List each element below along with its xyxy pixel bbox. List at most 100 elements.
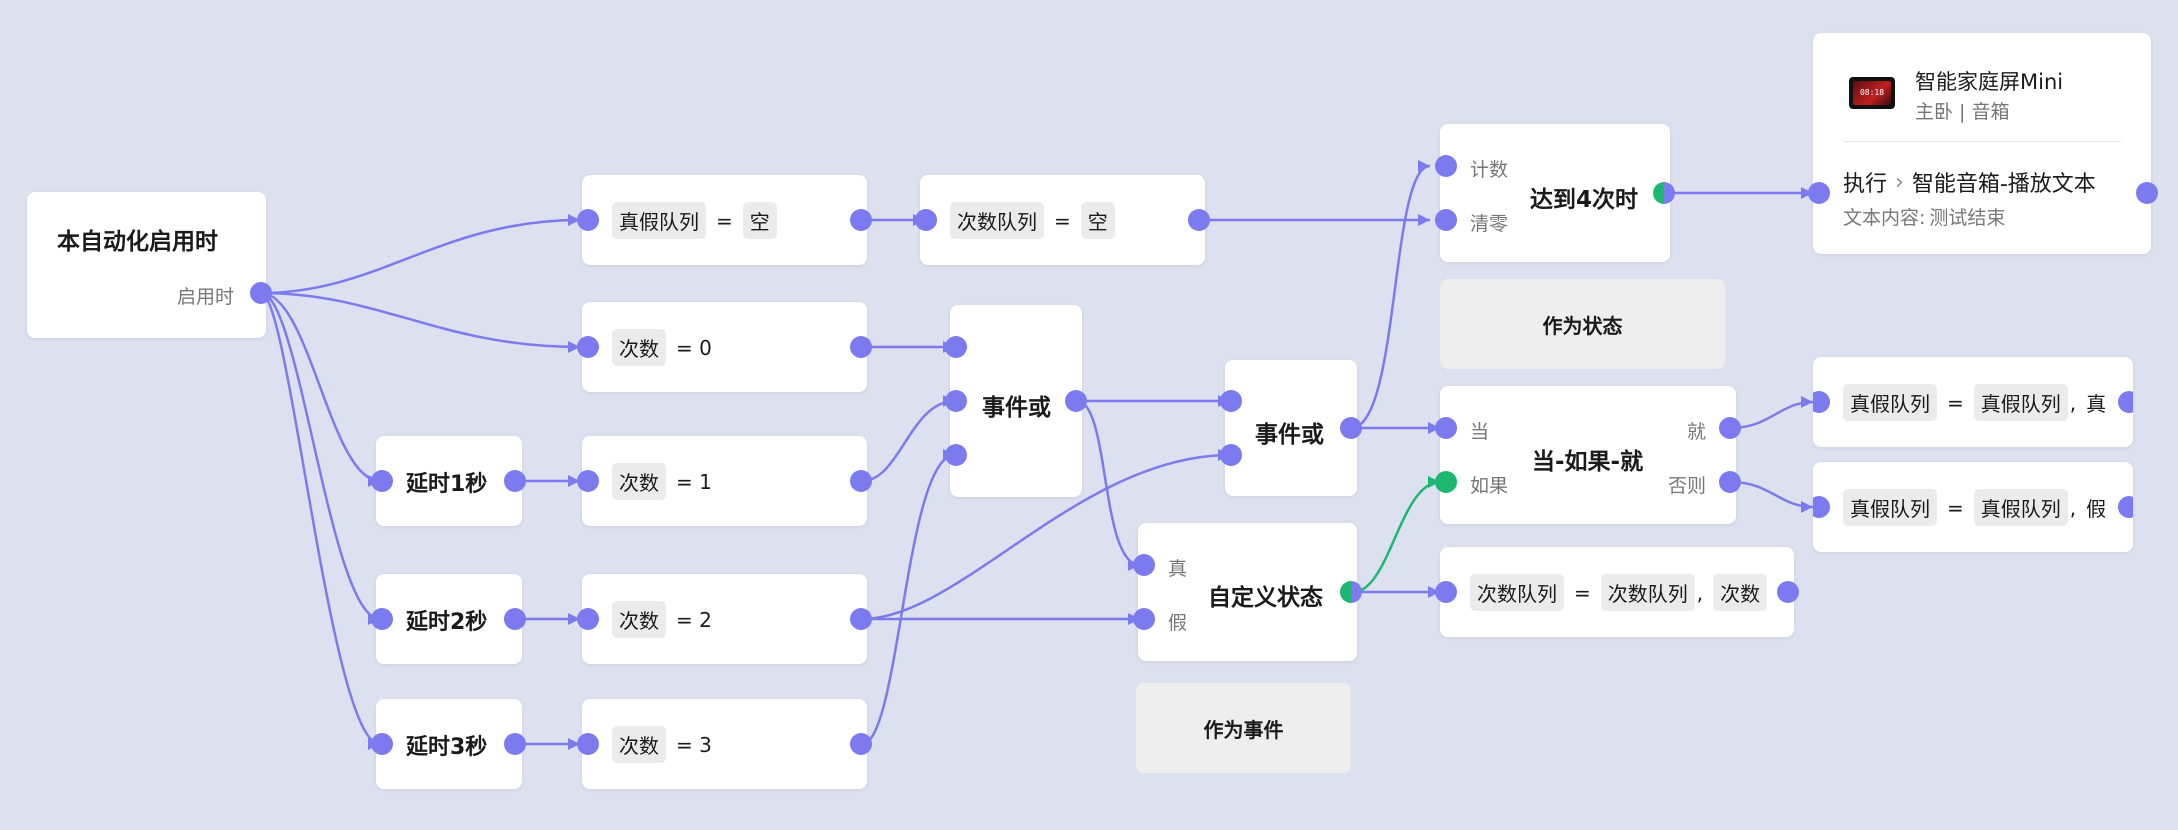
wire (260, 218, 581, 295)
output-port[interactable] (850, 470, 872, 492)
variable-chip: 次数 (612, 601, 666, 638)
output-port[interactable] (250, 282, 272, 304)
input-port-if[interactable] (1435, 471, 1457, 493)
separator: , (2069, 495, 2077, 520)
input-port-count[interactable] (1435, 155, 1457, 177)
separator: , (2069, 390, 2077, 415)
output-port[interactable] (1653, 182, 1675, 204)
action-prefix: 执行 (1843, 172, 1888, 197)
operator: = (1947, 390, 1964, 415)
input-port[interactable] (371, 608, 393, 630)
node-title: 事件或 (1255, 422, 1324, 448)
input-port[interactable] (1808, 182, 1830, 204)
as-state-button[interactable]: 作为状态 (1440, 279, 1725, 369)
node-append-count-queue[interactable]: 次数队列 = 次数队列 , 次数 (1435, 547, 1799, 637)
operator: = (1054, 208, 1071, 233)
node-when-if-then[interactable]: 当 如果 当-如果-就 就 否则 (1435, 386, 1741, 524)
arrowhead (1801, 396, 1813, 408)
port-label-on-enable: 启用时 (176, 286, 234, 308)
output-port[interactable] (504, 733, 526, 755)
input-port[interactable] (1220, 390, 1242, 412)
output-port[interactable] (850, 733, 872, 755)
port-label-reset: 清零 (1470, 213, 1509, 235)
output-port-then[interactable] (1719, 417, 1741, 439)
output-port[interactable] (850, 209, 872, 231)
input-port[interactable] (577, 336, 599, 358)
input-port[interactable] (577, 733, 599, 755)
wire (1730, 400, 1814, 430)
node-delay-3s[interactable]: 延时3秒 (371, 699, 526, 789)
node-delay-1s[interactable]: 延时1秒 (371, 436, 526, 526)
node-set-count-queue-empty[interactable]: 次数队列 = 空 (915, 175, 1210, 265)
input-port[interactable] (1813, 496, 1830, 518)
value-chip: 空 (742, 202, 777, 239)
output-port[interactable] (504, 470, 526, 492)
node-set-count-0[interactable]: 次数 = 0 (577, 302, 872, 392)
value-chip: 空 (1080, 202, 1115, 239)
wire (1730, 480, 1814, 509)
input-port[interactable] (577, 470, 599, 492)
wire (260, 291, 381, 746)
node-set-truefalse-queue-empty[interactable]: 真假队列 = 空 (577, 175, 872, 265)
node-event-or-1[interactable]: 事件或 (945, 305, 1087, 497)
output-port[interactable] (1777, 581, 1799, 603)
node-append-true[interactable]: 真假队列 = 真假队列 , 真 (1813, 357, 2133, 447)
input-port[interactable] (915, 209, 937, 231)
value-chip: 真假队列 (1973, 384, 2068, 421)
port-label-then: 就 (1686, 421, 1706, 443)
value-tail: 假 (2086, 497, 2107, 521)
node-reach-4-times[interactable]: 计数 清零 达到4次时 (1435, 124, 1675, 262)
value-chip: 次数 (1713, 574, 1768, 611)
node-custom-state[interactable]: 真 假 自定义状态 (1133, 523, 1362, 661)
output-port[interactable] (2118, 391, 2133, 413)
node-append-false[interactable]: 真假队列 = 真假队列 , 假 (1813, 462, 2133, 552)
as-event-button[interactable]: 作为事件 (1136, 683, 1351, 773)
chevron-right-icon: › (1895, 169, 1904, 195)
output-port[interactable] (2118, 496, 2133, 518)
node-device-action[interactable]: 08:18 智能家庭屏Mini 主卧 | 音箱 执行 › 智能音箱-播放文本 文… (1808, 33, 2158, 254)
input-port-true[interactable] (1133, 554, 1155, 576)
operator: = (716, 208, 733, 233)
node-set-count-3[interactable]: 次数 = 3 (577, 699, 872, 789)
input-port-false[interactable] (1133, 608, 1155, 630)
output-port[interactable] (850, 608, 872, 630)
input-port[interactable] (945, 444, 967, 466)
input-port[interactable] (577, 209, 599, 231)
output-port[interactable] (1340, 581, 1362, 603)
operator: = (1947, 495, 1964, 520)
port-label-when: 当 (1470, 421, 1490, 443)
node-delay-2s[interactable]: 延时2秒 (371, 574, 526, 664)
assignment-row: 次数队列 = 空 (950, 202, 1115, 239)
assignment-row: 次数 = 1 (612, 463, 712, 500)
input-port-when[interactable] (1435, 417, 1457, 439)
node-start[interactable]: 本自动化启用时 启用时 (27, 192, 272, 338)
input-port[interactable] (371, 470, 393, 492)
input-port[interactable] (945, 336, 967, 358)
variable-chip: 次数队列 (1470, 574, 1564, 611)
node-title: 本自动化启用时 (57, 229, 218, 255)
output-port[interactable] (1188, 209, 1210, 231)
input-port[interactable] (371, 733, 393, 755)
node-set-count-1[interactable]: 次数 = 1 (577, 436, 872, 526)
output-port[interactable] (1340, 417, 1362, 439)
output-port[interactable] (1065, 390, 1087, 412)
node-title: 当-如果-就 (1532, 449, 1644, 475)
node-event-or-2[interactable]: 事件或 (1220, 360, 1362, 496)
device-screen-time: 08:18 (1853, 81, 1891, 105)
input-port[interactable] (1435, 581, 1457, 603)
variable-chip: 次数 (612, 463, 666, 500)
input-port-reset[interactable] (1435, 209, 1457, 231)
wire (260, 291, 381, 621)
output-port[interactable] (504, 608, 526, 630)
input-port[interactable] (1220, 444, 1242, 466)
button-label: 作为状态 (1542, 313, 1623, 338)
output-port[interactable] (850, 336, 872, 358)
variable-chip: 真假队列 (1843, 489, 1937, 526)
input-port[interactable] (1813, 391, 1830, 413)
output-port-else[interactable] (1719, 471, 1741, 493)
arrowhead (1418, 214, 1430, 226)
input-port[interactable] (945, 390, 967, 412)
output-port[interactable] (2136, 182, 2158, 204)
node-set-count-2[interactable]: 次数 = 2 (577, 574, 872, 664)
input-port[interactable] (577, 608, 599, 630)
